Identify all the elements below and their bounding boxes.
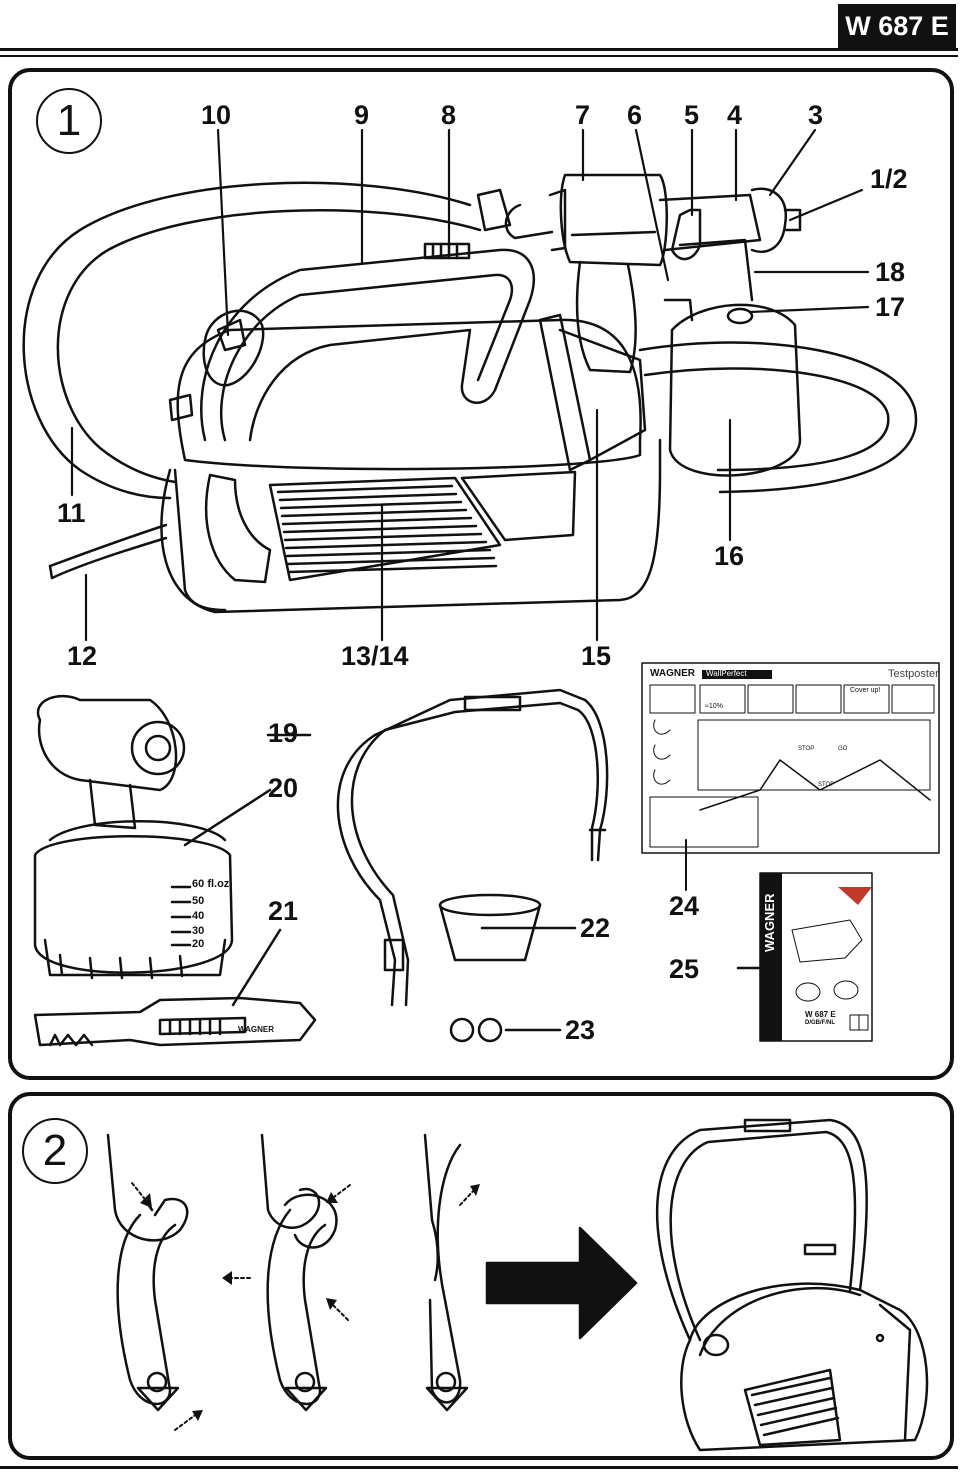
direction-arrows [131,1182,477,1431]
o-rings-drawing [449,1017,562,1043]
manual-spine [760,873,782,1041]
figure-panel-2 [8,1092,954,1460]
callout-12: 12 [67,641,98,671]
callout-15: 15 [581,641,612,671]
scale-40: 40 [192,910,205,922]
shoulder-strap-drawing [336,688,609,1007]
callout-23: 23 [565,1015,596,1045]
poster-title: Testposter [888,668,939,680]
callout-8: 8 [441,100,457,130]
big-arrow [485,1226,638,1340]
callout-17: 17 [875,292,906,322]
threading-step-1 [106,1133,189,1412]
callout-leaders [70,128,870,642]
direction-arrowheads [140,1184,480,1421]
manual-languages: D/GB/F/NL [805,1020,835,1026]
manual-model: W 687 E [805,1010,836,1019]
callout-9: 9 [354,100,370,130]
carry-handle-drawing [200,242,535,442]
scale-30: 30 [192,925,205,937]
poster-stop-1: STOP [798,746,815,752]
poster-brand: WAGNER [650,668,695,679]
hose-drawing [22,181,918,500]
scraper-tool-drawing [33,928,317,1047]
callout-16: 16 [714,541,745,571]
header-rule-bottom [0,55,958,57]
base-unit-drawing [48,318,662,614]
section-number-2: 2 [22,1118,88,1184]
model-label: W 687 E [845,10,949,41]
callout-7: 7 [575,100,591,130]
spray-attachment-drawing [33,694,312,980]
scale-50: 50 [192,895,205,907]
section-number-1-text: 1 [56,96,82,145]
gun-holder-drawing [538,313,647,472]
poster-stop-2: STOP [818,782,835,788]
figure-panel-1 [8,68,954,1080]
poster-go: GO [838,746,848,752]
callout-1-2: 1/2 [870,164,908,194]
callout-13-14: 13/14 [341,641,409,671]
tool-brand: WAGNER [238,1025,274,1034]
threading-step-3 [423,1133,469,1412]
measuring-cup-drawing [438,893,577,962]
callout-22: 22 [580,913,611,943]
poster-pct: ≈10% [705,703,723,710]
callout-11: 11 [57,498,86,528]
scale-unit: fl.oz [207,878,230,890]
poster-header-bar [702,670,772,679]
callout-10: 10 [201,100,232,130]
callout-24: 24 [669,891,700,921]
control-knob-drawing [168,309,265,422]
section-number-2-text: 2 [42,1126,68,1175]
paint-container-drawing [663,238,802,477]
footer-rule [0,1466,958,1469]
callout-18: 18 [875,257,906,287]
threading-step-2 [260,1133,338,1412]
callout-20: 20 [268,773,299,803]
manual-flag [838,887,872,905]
test-poster-drawing [641,662,940,891]
callout-3: 3 [808,100,824,130]
poster-product: WallPerfect [706,669,747,678]
header-rule-top [0,48,958,51]
scale-20: 20 [192,938,205,950]
manual-brand: WAGNER [762,893,777,953]
callout-6: 6 [627,100,643,130]
scale-60-value: 60 [192,878,205,890]
callout-19: 19 [268,718,299,748]
section-number-1: 1 [36,88,102,154]
callout-4: 4 [727,100,743,130]
callout-5: 5 [684,100,700,130]
callout-25: 25 [669,954,700,984]
assembled-unit-drawing [655,1118,929,1452]
spray-gun-drawing [476,173,802,374]
model-badge: W 687 E [838,4,956,48]
callout-21: 21 [268,896,299,926]
scale-60: 60 fl.oz [192,878,229,890]
grille-lines [276,484,498,574]
poster-cover: Cover up! [850,687,881,694]
